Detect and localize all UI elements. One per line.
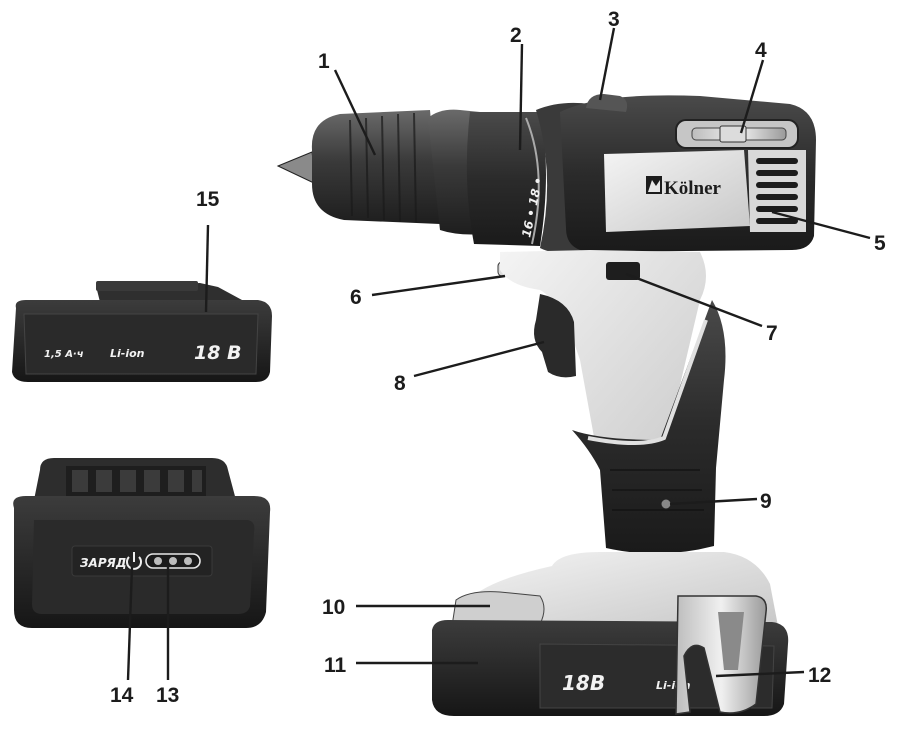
callout-4: 4 bbox=[755, 39, 767, 62]
ventilation-slots bbox=[748, 150, 806, 232]
brand-logo-icon bbox=[646, 176, 662, 194]
callout-8: 8 bbox=[394, 372, 406, 395]
callout-9: 9 bbox=[760, 490, 772, 513]
callout-15: 15 bbox=[196, 188, 220, 211]
battery-chemistry-label: Li-ion bbox=[110, 347, 145, 360]
housing-screw bbox=[660, 498, 672, 510]
brand-name: Kölner bbox=[664, 178, 722, 199]
power-button-icon[interactable] bbox=[126, 552, 142, 570]
leader-lines bbox=[126, 27, 871, 681]
callout-13: 13 bbox=[156, 684, 179, 707]
battery-voltage-label: 18 В bbox=[194, 342, 242, 364]
callout-5: 5 bbox=[874, 232, 886, 255]
callout-1: 1 bbox=[318, 50, 330, 73]
charge-label: ЗАРЯД bbox=[80, 556, 127, 570]
gear-switch[interactable] bbox=[586, 94, 628, 112]
callout-14: 14 bbox=[110, 684, 134, 707]
battery-front-view: ЗАРЯД bbox=[13, 458, 271, 628]
callout-11: 11 bbox=[324, 654, 347, 677]
callout-2: 2 bbox=[510, 24, 522, 47]
callout-6: 6 bbox=[350, 286, 362, 309]
callout-10: 10 bbox=[322, 596, 345, 619]
belt-clip bbox=[675, 595, 768, 715]
drill-body: 16 • 18 • Kölner bbox=[276, 94, 816, 716]
bit-holder bbox=[675, 119, 799, 149]
callout-7: 7 bbox=[766, 322, 778, 345]
callout-3: 3 bbox=[608, 8, 620, 31]
callout-12: 12 bbox=[808, 664, 831, 687]
callout-numbers: 1 2 3 4 5 6 7 8 9 10 11 12 13 14 15 bbox=[110, 8, 886, 707]
battery-side-view: 1,5 А·ч Li-ion 18 В bbox=[12, 281, 272, 382]
trigger[interactable] bbox=[534, 294, 576, 378]
battery-capacity-label: 1,5 А·ч bbox=[44, 349, 84, 360]
drill-battery-voltage: 18В bbox=[562, 671, 605, 695]
charge-level-indicator-icon bbox=[145, 553, 201, 569]
